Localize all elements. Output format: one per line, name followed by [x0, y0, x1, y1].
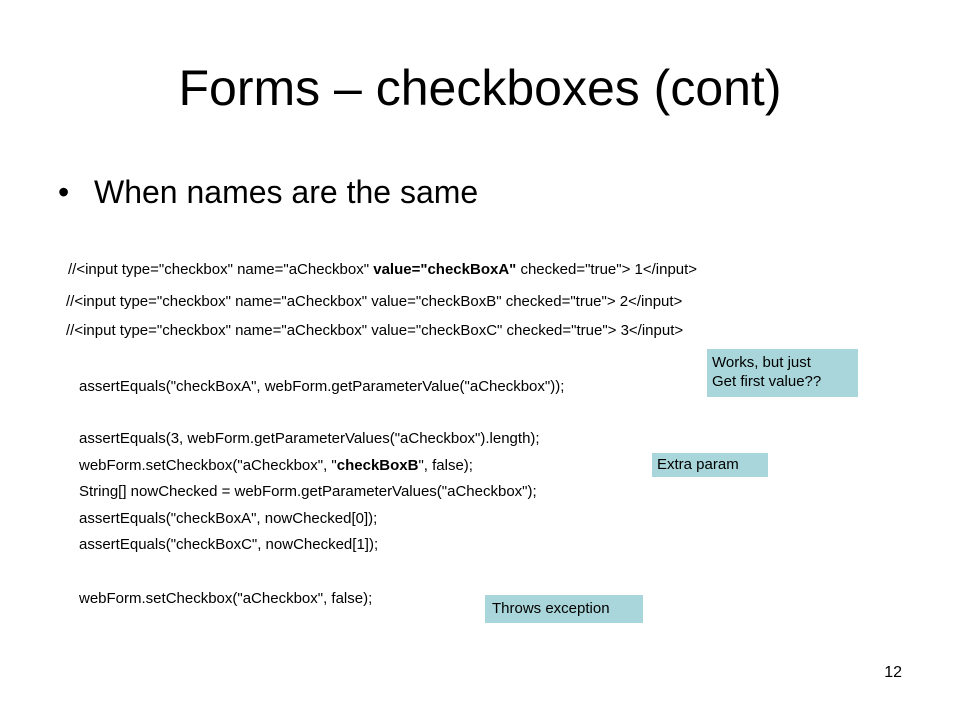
html-line-1: //<input type="checkbox" name="aCheckbox… — [68, 261, 697, 279]
bullet-marker: • — [58, 174, 70, 210]
slide-title: Forms – checkboxes (cont) — [178, 60, 782, 116]
note-extra-param: Extra param — [652, 453, 768, 477]
note-works-but-first-value: Works, but just Get first value?? — [707, 349, 858, 397]
code-line-5: assertEquals("checkBoxA", nowChecked[0])… — [79, 510, 378, 527]
code-line-4: String[] nowChecked = webForm.getParamet… — [79, 483, 537, 500]
note-throws-exception: Throws exception — [485, 595, 643, 623]
html-line-2: //<input type="checkbox" name="aCheckbox… — [66, 293, 683, 310]
bullet-text: When names are the same — [94, 174, 479, 210]
code-line-3-post: ", false); — [418, 457, 473, 474]
html-line-1-bold: value="checkBoxA" — [373, 261, 517, 278]
code-line-2: assertEquals(3, webForm.getParameterValu… — [79, 430, 540, 447]
html-line-1-pre: //<input type="checkbox" name="aCheckbox… — [68, 261, 374, 278]
code-line-1: assertEquals("checkBoxA", webForm.getPar… — [79, 378, 565, 395]
code-line-3-pre: webForm.setCheckbox("aCheckbox", " — [79, 457, 337, 474]
bullet-item: • When names are the same — [58, 172, 478, 212]
note-works-line-2: Get first value?? — [712, 373, 822, 390]
html-line-1-post: checked="true"> 1</input> — [516, 261, 698, 278]
code-line-3: webForm.setCheckbox("aCheckbox", "checkB… — [79, 457, 473, 475]
html-line-3: //<input type="checkbox" name="aCheckbox… — [66, 322, 684, 339]
code-line-3-bold: checkBoxB — [336, 457, 419, 474]
page-number: 12 — [884, 664, 902, 681]
code-line-7: webForm.setCheckbox("aCheckbox", false); — [79, 590, 373, 607]
code-line-6: assertEquals("checkBoxC", nowChecked[1])… — [79, 536, 379, 553]
note-works-line-1: Works, but just — [712, 354, 811, 371]
